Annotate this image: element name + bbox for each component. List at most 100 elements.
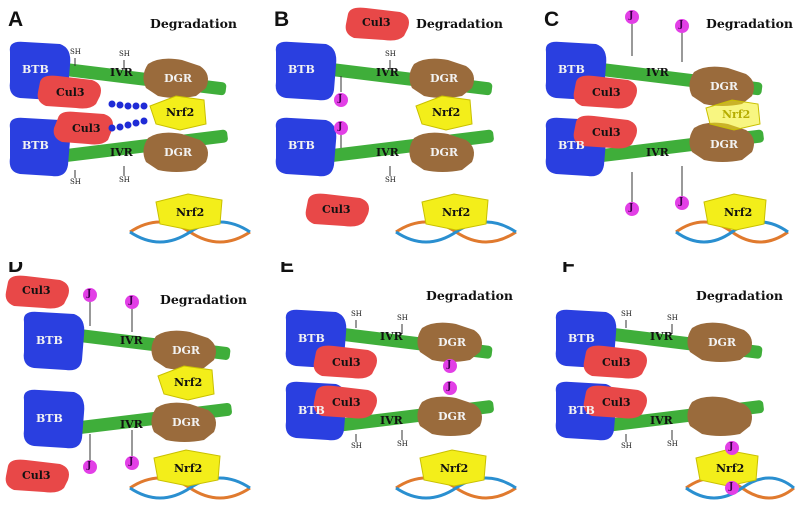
- cul3-top: [583, 345, 647, 379]
- panel-label: E: [280, 262, 295, 277]
- dgr-label: DGR: [438, 336, 467, 349]
- btb-label: BTB: [298, 404, 325, 417]
- btb-domain-bottom: [275, 117, 337, 177]
- ivr-label: IVR: [380, 330, 403, 343]
- nrf2-bound: [415, 95, 473, 131]
- sh-label: SH: [119, 176, 130, 184]
- panel-b-graphics: [275, 7, 517, 244]
- cul3-free-bottom: [5, 459, 69, 493]
- panel-d-graphics: [5, 275, 251, 500]
- cul3-label: Cul3: [72, 122, 101, 135]
- sh-label: SH: [385, 50, 396, 58]
- sh-label: SH: [70, 48, 81, 56]
- j-label: J: [87, 461, 92, 471]
- nrf2-trapped: [705, 99, 761, 131]
- nrf2-free: [703, 193, 767, 231]
- cul3-bottom: [573, 115, 637, 149]
- btb-label: BTB: [568, 404, 595, 417]
- panel-label: C: [544, 8, 560, 31]
- panel-label: D: [8, 262, 24, 277]
- cul3-top: [313, 345, 377, 379]
- inhibitor-j: [725, 441, 739, 455]
- sh-label: SH: [119, 50, 130, 58]
- nrf2-bound: [157, 365, 215, 401]
- cul3-bottom: [583, 385, 647, 419]
- s-stalks: [631, 22, 683, 204]
- dgr-label: DGR: [172, 344, 201, 357]
- j-label: J: [629, 203, 634, 213]
- sh-label: SH: [621, 310, 632, 318]
- cul3-label: Cul3: [602, 396, 631, 409]
- cul3-label: Cul3: [22, 284, 51, 297]
- nrf2-label: Nrf2: [166, 106, 195, 119]
- j-label: J: [729, 482, 734, 492]
- nrf2-free: [421, 193, 489, 231]
- btb-label: BTB: [22, 139, 49, 152]
- dna-strand-b: [395, 220, 517, 244]
- inhibitor-j: [83, 288, 97, 302]
- cul3-label: Cul3: [362, 16, 391, 29]
- btb-label: BTB: [558, 63, 585, 76]
- sh-label: SH: [397, 440, 408, 448]
- degradation-label: Degradation: [696, 288, 784, 303]
- sh-stalks: [74, 58, 125, 178]
- nrf2-free: [155, 193, 223, 231]
- panel-f: F Degradation BTB BTB Cul3 Cul3 IVR IVR …: [536, 262, 798, 519]
- dgr-label: DGR: [710, 80, 739, 93]
- panel-a: A Degradation BTB BTB Cul3 Cul3 IVR IVR …: [0, 0, 262, 257]
- cul3-label: Cul3: [56, 86, 85, 99]
- sh-label: SH: [667, 440, 678, 448]
- ivr-label: IVR: [110, 66, 133, 79]
- cul3-label: Cul3: [602, 356, 631, 369]
- nrf2-label: Nrf2: [174, 376, 203, 389]
- dgr-domain-top: [687, 322, 752, 362]
- ivr-label: IVR: [120, 418, 143, 431]
- cul3-free-top: [345, 7, 409, 41]
- j-label: J: [729, 442, 734, 452]
- dgr-label: DGR: [164, 146, 193, 159]
- nrf2-dna-label: Nrf2: [174, 462, 203, 475]
- btb-label: BTB: [568, 332, 595, 345]
- panel-a-graphics: [9, 41, 251, 244]
- degradation-label: Degradation: [160, 292, 248, 307]
- inhibitor-j: [625, 10, 639, 24]
- btb-label: BTB: [36, 412, 63, 425]
- inhibitor-j: [125, 295, 139, 309]
- cul3-label: Cul3: [592, 126, 621, 139]
- sh-label: SH: [385, 176, 396, 184]
- cul3-bottom: [53, 111, 113, 145]
- dgr-domain-bottom: [687, 396, 752, 436]
- nrf2-dna-label: Nrf2: [716, 462, 745, 475]
- inhibitor-j: [675, 196, 689, 210]
- j-label: J: [87, 289, 92, 299]
- sh-label: SH: [70, 178, 81, 186]
- cul3-top: [37, 75, 101, 109]
- dgr-domain-bottom: [143, 132, 208, 172]
- j-label: J: [629, 11, 634, 21]
- nrf2-label: Nrf2: [722, 108, 751, 121]
- panel-e: E Degradation BTB BTB Cul3 Cul3 IVR IVR …: [266, 262, 528, 519]
- degradation-label: Degradation: [150, 16, 238, 31]
- dna-strand-b: [395, 476, 517, 500]
- dgr-label: DGR: [438, 410, 467, 423]
- inhibitor-j: [625, 202, 639, 216]
- panel-label: B: [274, 8, 290, 31]
- dgr-label: DGR: [172, 416, 201, 429]
- j-label: J: [679, 20, 684, 30]
- sh-label: SH: [351, 310, 362, 318]
- j-label: J: [338, 122, 343, 132]
- cul3-label: Cul3: [22, 469, 51, 482]
- cul3-bottom: [313, 385, 377, 419]
- dna-strand-b: [129, 220, 251, 244]
- inhibitor-j: [334, 93, 348, 107]
- nrf2-dna-label: Nrf2: [176, 206, 205, 219]
- panel-d: D Degradation Cul3 Cul3 BTB BTB IVR IVR …: [0, 262, 262, 519]
- panel-e-graphics: [285, 309, 517, 500]
- j-label: J: [679, 197, 684, 207]
- sh-stalks: [625, 320, 673, 442]
- dna-strand-b: [129, 476, 251, 500]
- ivr-label: IVR: [120, 334, 143, 347]
- nrf2-dna-label: Nrf2: [442, 206, 471, 219]
- dgr-domain-top: [151, 330, 216, 370]
